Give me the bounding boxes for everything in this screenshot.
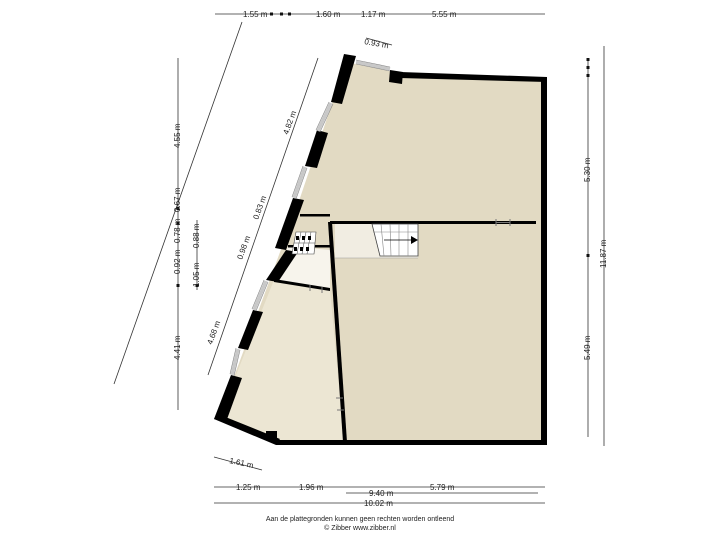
dim-left-mid-a: 0.88 m <box>192 223 201 248</box>
stair-direction-arrow <box>411 236 418 244</box>
footer-copyright: © Zibber www.zibber.nl <box>324 525 396 532</box>
dim-bottom-mid: 9.40 m <box>369 489 394 498</box>
dim-top-diag: 0.93 m <box>364 37 390 50</box>
window-frames <box>229 59 391 377</box>
walls <box>214 54 547 445</box>
dim-left-outer-b: 0.78 m <box>173 218 182 243</box>
dim-left-outer-c: 0.92 m <box>173 249 182 274</box>
dim-right-upper: 5.30 m <box>583 157 592 182</box>
dim-left-mid-b: 1.05 m <box>192 262 201 287</box>
footer-disclaimer: Aan de plattegronden kunnen geen rechten… <box>265 516 455 523</box>
dim-bottom-3: 5.79 m <box>430 483 455 492</box>
dimension-ticks <box>176 12 590 287</box>
hall-stair <box>291 231 317 255</box>
dim-top-2: 1.60 m <box>316 10 341 19</box>
staircase <box>335 223 419 259</box>
dim-top-1: 1.55 m <box>243 10 268 19</box>
dim-bottom-total: 10.02 m <box>364 499 393 508</box>
dim-bottom-diag: 1.61 m <box>229 456 255 470</box>
dim-bottom-1: 1.25 m <box>236 483 261 492</box>
windows <box>230 60 391 376</box>
dim-left-outer-bottom: 4.41 m <box>173 335 182 360</box>
door-markers <box>309 219 511 411</box>
dim-bottom-2: 1.96 m <box>299 483 324 492</box>
dim-top-3: 1.17 m <box>361 10 386 19</box>
dim-right-lower: 5.49 m <box>583 335 592 360</box>
dim-diag-mid-b: 0.98 m <box>235 234 252 260</box>
lower-left-room-floor <box>218 280 344 440</box>
dim-top-4: 5.55 m <box>432 10 457 19</box>
dim-left-outer-a: 0.67 m <box>173 187 182 212</box>
dim-right-total: 11.87 m <box>599 239 608 268</box>
dim-left-outer-top: 4.55 m <box>173 123 182 148</box>
